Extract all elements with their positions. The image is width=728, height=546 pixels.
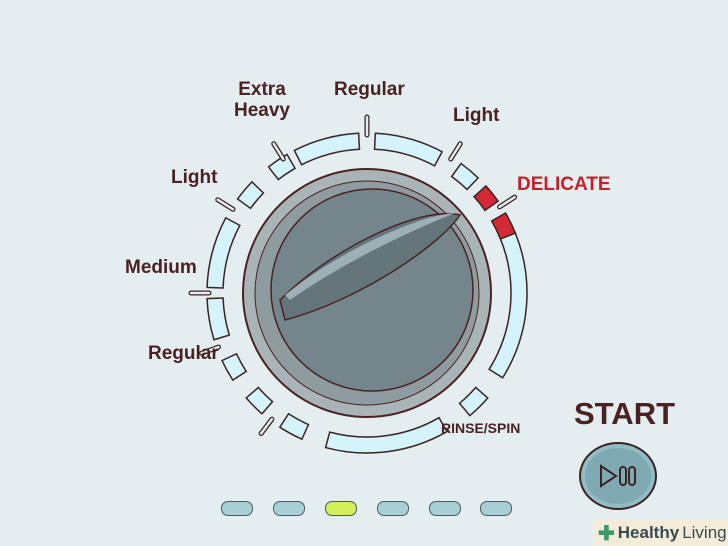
tick-delicate <box>498 195 516 209</box>
tick-regular-left <box>200 345 220 355</box>
indicator-light <box>480 501 512 516</box>
label-regular-top: Regular <box>334 79 405 100</box>
segment-regular[interactable] <box>373 132 444 167</box>
start-pause-button[interactable] <box>579 442 657 510</box>
segment-medium[interactable] <box>206 216 241 289</box>
label-delicate: DELICATE <box>517 174 611 195</box>
segment-extra-heavy[interactable] <box>293 132 361 166</box>
indicator-light <box>429 501 461 516</box>
indicator-light <box>325 501 357 516</box>
segment-extra-heavy-left[interactable] <box>267 153 297 181</box>
indicator-light <box>221 501 253 516</box>
segment-small-2[interactable] <box>245 386 274 415</box>
tick-light <box>449 142 462 161</box>
indicator-light <box>377 501 409 516</box>
tick-spin <box>259 417 274 435</box>
tick-light-left <box>216 198 235 211</box>
play-pause-icon <box>600 464 636 488</box>
tick-extra-heavy <box>272 142 285 161</box>
label-heavy: Heavy <box>234 100 290 121</box>
segment-rinse[interactable] <box>458 386 489 417</box>
knob-grip-highlight <box>285 213 455 300</box>
segment-light[interactable] <box>450 162 480 191</box>
label-extra: Extra <box>238 79 286 100</box>
segment-small-1[interactable] <box>278 412 310 441</box>
plus-leaf-icon: ✚ <box>598 522 615 545</box>
label-light-left: Light <box>171 167 218 188</box>
indicator-light <box>273 501 305 516</box>
label-medium: Medium <box>125 257 197 278</box>
knob-grip[interactable] <box>279 212 462 321</box>
segment-light-left[interactable] <box>236 180 265 210</box>
segment-small-3[interactable] <box>220 352 248 382</box>
segment-rinse-spin[interactable] <box>324 416 449 454</box>
segment-regular-left[interactable] <box>206 297 231 341</box>
label-rinse-spin: RINSE/SPIN <box>441 420 521 436</box>
dial-segments <box>188 114 528 454</box>
brand-rest: Living <box>682 523 727 542</box>
label-light-right: Light <box>453 105 500 126</box>
brand-strong: Healthy <box>617 523 680 542</box>
start-label: START <box>574 396 676 431</box>
segment-delicate-pre[interactable] <box>472 184 500 212</box>
label-regular-left: Regular <box>148 343 219 364</box>
segment-delicate-range[interactable] <box>488 232 528 379</box>
